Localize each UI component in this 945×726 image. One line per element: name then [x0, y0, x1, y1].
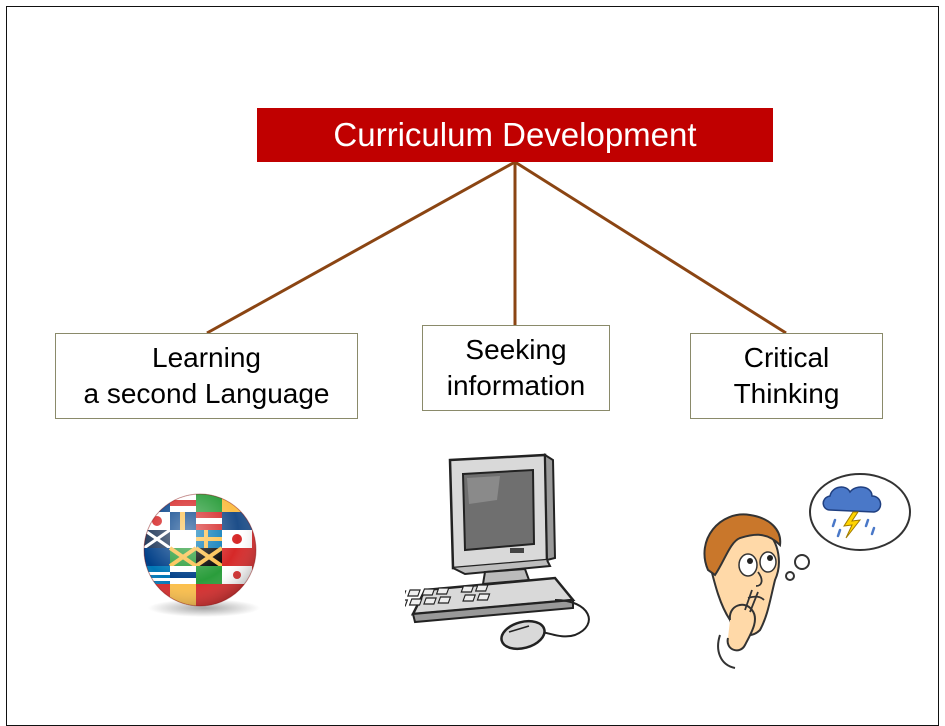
root-label: Curriculum Development — [333, 116, 697, 153]
branch-thinking-line2: Thinking — [733, 378, 840, 409]
connector-left — [206, 160, 516, 335]
branch-language-line1: Learning — [152, 342, 261, 373]
branch-information-line1: Seeking — [465, 334, 567, 365]
connector-right — [514, 160, 787, 335]
branch-node-information: Seeking information — [422, 325, 610, 411]
branch-node-language: Learning a second Language — [55, 333, 358, 419]
branch-information-line2: information — [446, 370, 586, 401]
branch-node-thinking: Critical Thinking — [690, 333, 883, 419]
flag-globe-icon — [143, 493, 260, 617]
root-node: Curriculum Development — [257, 108, 773, 162]
branch-thinking-line1: Critical — [743, 342, 830, 373]
thinking-person-icon — [703, 473, 911, 669]
branch-language-line2: a second Language — [83, 378, 330, 409]
desktop-computer-icon — [405, 453, 590, 651]
